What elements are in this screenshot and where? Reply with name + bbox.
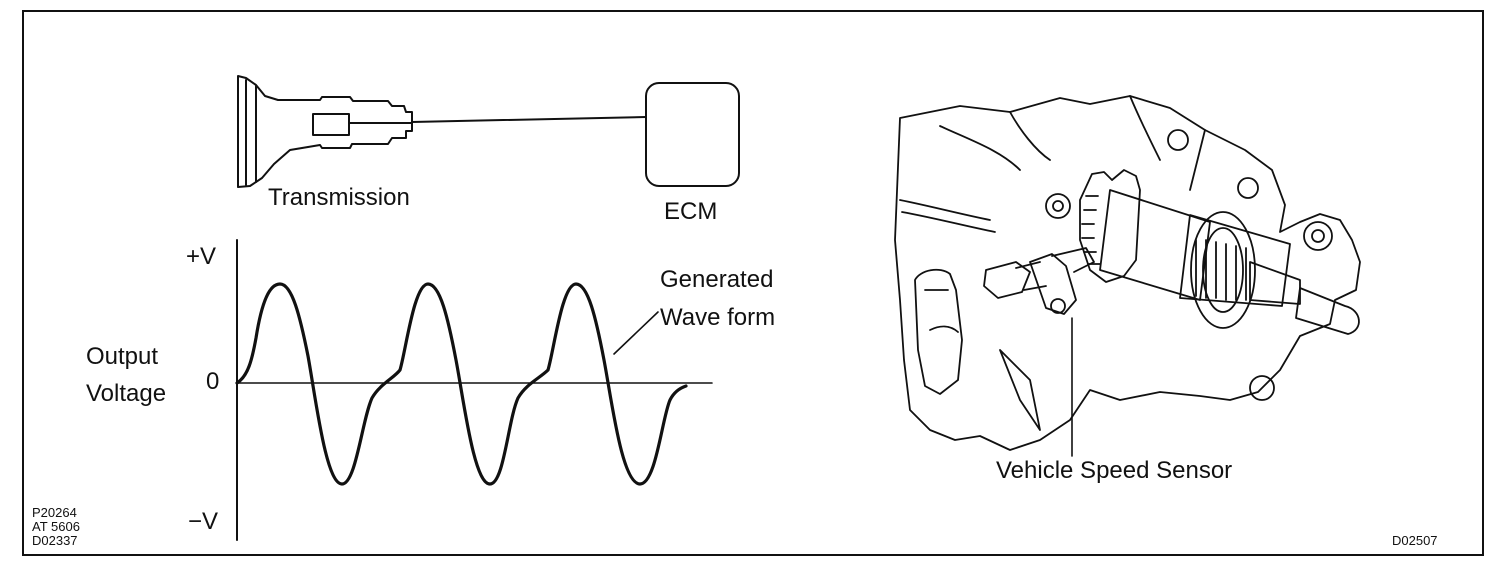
- waveform-callout-line2: Wave form: [660, 304, 776, 331]
- axis-label-voltage: Voltage: [86, 380, 167, 407]
- figure-code-line2: AT 5606: [32, 519, 80, 534]
- vehicle-speed-sensor-label: Vehicle Speed Sensor: [996, 457, 1233, 484]
- figure-code-right: D02507: [1392, 533, 1438, 548]
- waveform-callout-line1: Generated: [660, 266, 774, 293]
- figure-code-line3: D02337: [32, 533, 78, 548]
- transmission-housing: [237, 75, 413, 188]
- figure-frame: [22, 10, 1484, 556]
- signal-wire: [411, 116, 647, 123]
- axis-label-output: Output: [86, 343, 159, 370]
- ecm-box: [645, 82, 740, 187]
- y-axis-bottom-label: −V: [188, 508, 219, 535]
- ecm-label: ECM: [664, 198, 718, 225]
- transmission-label: Transmission: [268, 184, 410, 211]
- waveform-callout-leader: [613, 311, 659, 355]
- transmission-illustration: [894, 95, 1361, 457]
- y-axis-top-label: +V: [186, 243, 217, 270]
- generated-waveform: [235, 282, 688, 486]
- y-axis-zero-label: 0: [206, 368, 220, 395]
- figure-code-line1: P20264: [32, 505, 77, 520]
